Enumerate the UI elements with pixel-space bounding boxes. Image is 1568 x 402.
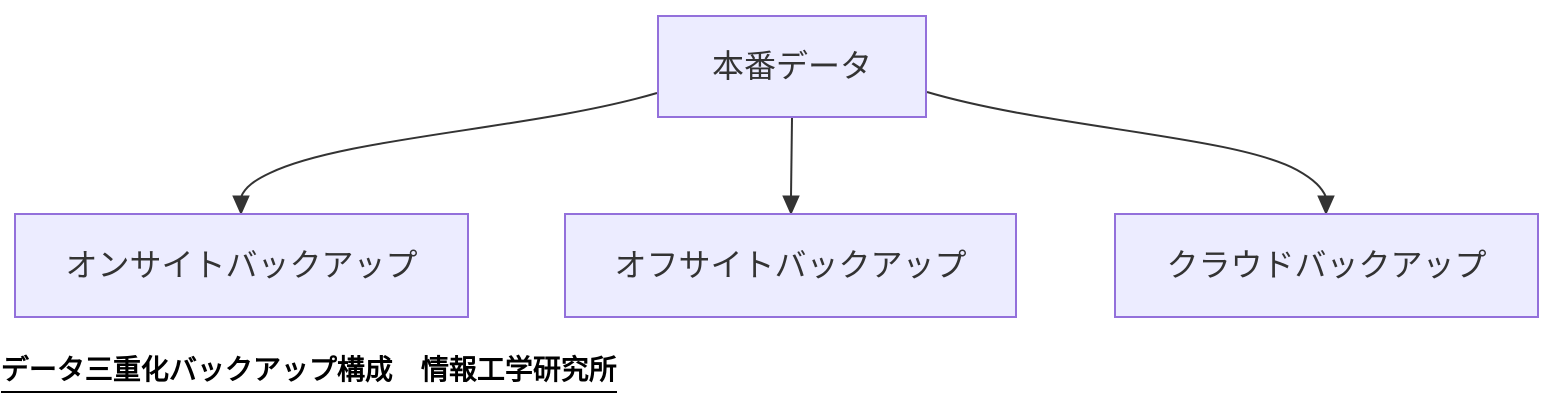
node-production-data: 本番データ xyxy=(657,15,927,118)
node-onsite-backup: オンサイトバックアップ xyxy=(14,213,469,318)
edge-root-to-onsite xyxy=(232,92,658,216)
node-cloud-backup: クラウドバックアップ xyxy=(1114,213,1539,318)
node-onsite-backup-label: オンサイトバックアップ xyxy=(65,247,418,284)
edge-root-to-offsite xyxy=(782,117,800,216)
diagram-caption-text: データ三重化バックアップ構成 情報工学研究所 xyxy=(1,348,618,393)
arrowhead-onsite xyxy=(232,195,250,216)
node-offsite-backup-label: オフサイトバックアップ xyxy=(614,247,967,284)
node-cloud-backup-label: クラウドバックアップ xyxy=(1166,247,1487,284)
node-offsite-backup: オフサイトバックアップ xyxy=(564,213,1017,318)
node-production-data-label: 本番データ xyxy=(711,48,872,85)
diagram-caption: データ三重化バックアップ構成 情報工学研究所 xyxy=(1,348,618,393)
arrowhead-cloud xyxy=(1317,195,1335,216)
edge-root-to-cloud xyxy=(926,91,1335,216)
arrowhead-offsite xyxy=(782,195,800,216)
